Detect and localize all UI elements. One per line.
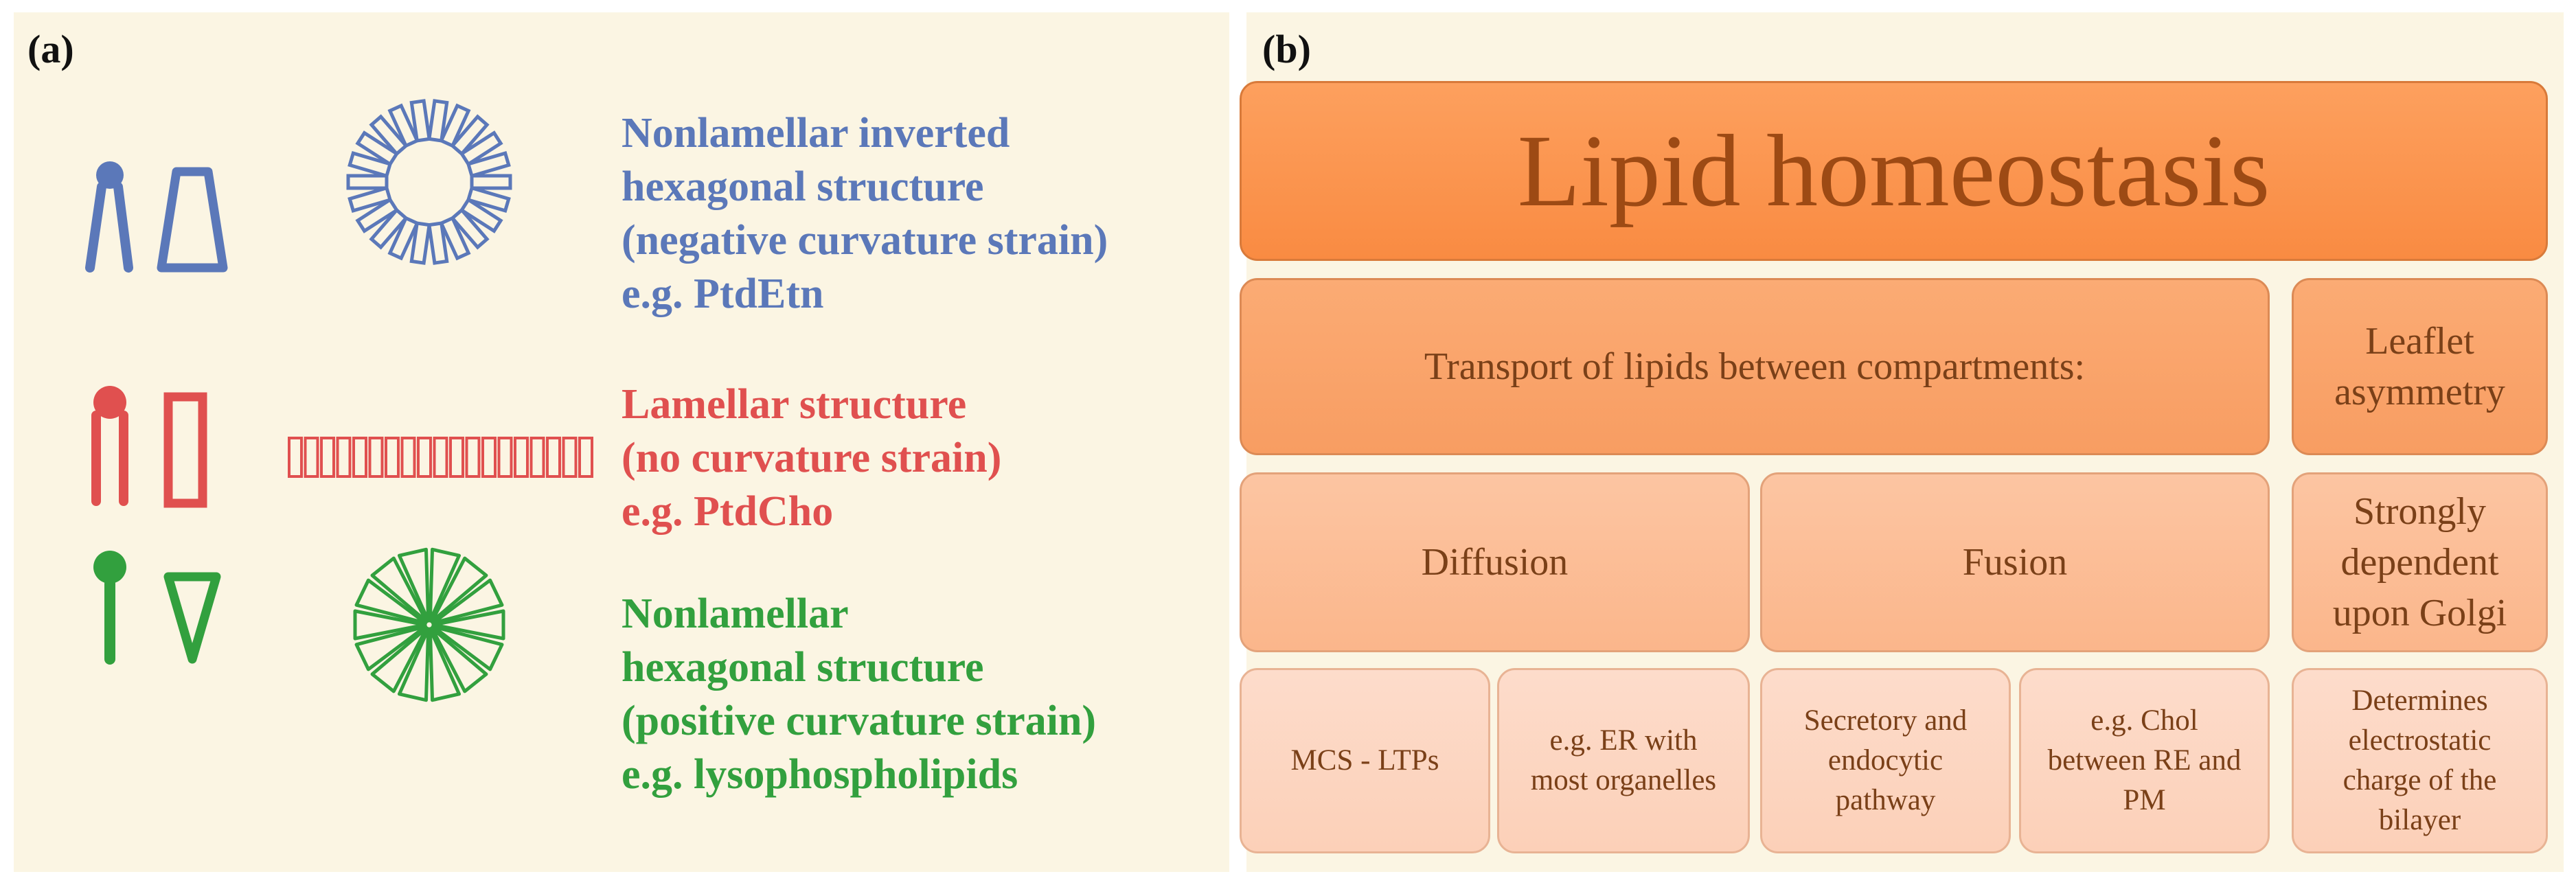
golgi-line: upon Golgi	[2332, 592, 2507, 634]
leaflet-asymmetry-box: Leaflet asymmetry	[2292, 278, 2548, 455]
lipid-homeostasis-title: Lipid homeostasis	[1517, 114, 2270, 228]
label-line: e.g. PtdEtn	[622, 271, 824, 317]
inverted-trapezoid-icon	[157, 167, 228, 273]
panel-a-background	[14, 12, 1229, 872]
label-line: Nonlamellar	[622, 590, 849, 637]
panel-a-letter: (a)	[27, 27, 74, 71]
fusion-label: Fusion	[1962, 541, 2068, 584]
bilayer-strip-icon	[288, 437, 593, 478]
chol-re-pm-line: PM	[2123, 784, 2166, 816]
label-line: e.g. lysophospholipids	[622, 751, 1018, 798]
secretory-pathway-line: endocytic	[1827, 744, 1944, 777]
er-organelles-box: e.g. ER with most organelles	[1497, 668, 1750, 853]
golgi-line: dependent	[2340, 541, 2499, 584]
leaflet-asymmetry-line: asymmetry	[2334, 371, 2505, 413]
label-line: (no curvature strain)	[622, 435, 1002, 481]
electrostatic-charge-line: charge of the	[2343, 764, 2497, 796]
electrostatic-charge-line: electrostatic	[2348, 724, 2492, 757]
secretory-pathway-line: Secretory and	[1803, 704, 1968, 737]
label-no-curvature: Lamellar structure (no curvature strain)…	[622, 378, 1001, 538]
electrostatic-charge-line: Determines	[2351, 685, 2488, 717]
rectangle-shape-icon	[163, 392, 207, 508]
micelle-starburst-icon	[353, 547, 505, 702]
label-line: hexagonal structure	[622, 644, 984, 691]
er-organelles-line: most organelles	[1530, 764, 1717, 796]
label-positive-curvature: Nonlamellar hexagonal structure (positiv…	[622, 587, 1096, 801]
label-line: (positive curvature strain)	[622, 698, 1097, 744]
label-negative-curvature: Nonlamellar inverted hexagonal structure…	[622, 106, 1108, 321]
chol-re-pm-line: between RE and	[2047, 744, 2242, 777]
transport-label: Transport of lipids between compartments…	[1424, 345, 2086, 388]
electrostatic-charge-box: Determines electrostatic charge of the b…	[2292, 668, 2548, 853]
secretory-pathway-box: Secretory and endocytic pathway	[1760, 668, 2011, 853]
transport-box: Transport of lipids between compartments…	[1240, 278, 2270, 455]
diffusion-label: Diffusion	[1421, 541, 1569, 584]
inverted-micelle-ring-icon	[346, 99, 512, 265]
er-organelles-line: e.g. ER with	[1549, 724, 1698, 757]
secretory-pathway-line: pathway	[1835, 784, 1936, 816]
label-line: e.g. PtdCho	[622, 488, 834, 535]
lipid-homeostasis-box: Lipid homeostasis	[1240, 81, 2548, 261]
panel-b-letter: (b)	[1262, 27, 1311, 71]
electrostatic-charge-line: bilayer	[2378, 804, 2461, 836]
mcs-ltps-box: MCS - LTPs	[1240, 668, 1490, 853]
label-line: (negative curvature strain)	[622, 217, 1108, 264]
mcs-ltps-label: MCS - LTPs	[1290, 744, 1439, 777]
label-line: Nonlamellar inverted	[622, 110, 1010, 157]
chol-re-pm-line: e.g. Chol	[2090, 704, 2198, 737]
leaflet-asymmetry-line: Leaflet	[2365, 320, 2474, 363]
single-tail-lipid-icon	[93, 551, 126, 665]
fusion-box: Fusion	[1760, 472, 2270, 652]
label-line: Lamellar structure	[622, 381, 967, 428]
cylinder-lipid-icon	[91, 386, 128, 506]
label-line: hexagonal structure	[622, 163, 984, 210]
chol-re-pm-box: e.g. Chol between RE and PM	[2019, 668, 2270, 853]
cone-lipid-icon	[85, 161, 133, 273]
triangle-shape-icon	[163, 572, 221, 664]
golgi-box: Strongly dependent upon Golgi	[2292, 472, 2548, 652]
diffusion-box: Diffusion	[1240, 472, 1750, 652]
golgi-line: Strongly	[2353, 490, 2486, 533]
